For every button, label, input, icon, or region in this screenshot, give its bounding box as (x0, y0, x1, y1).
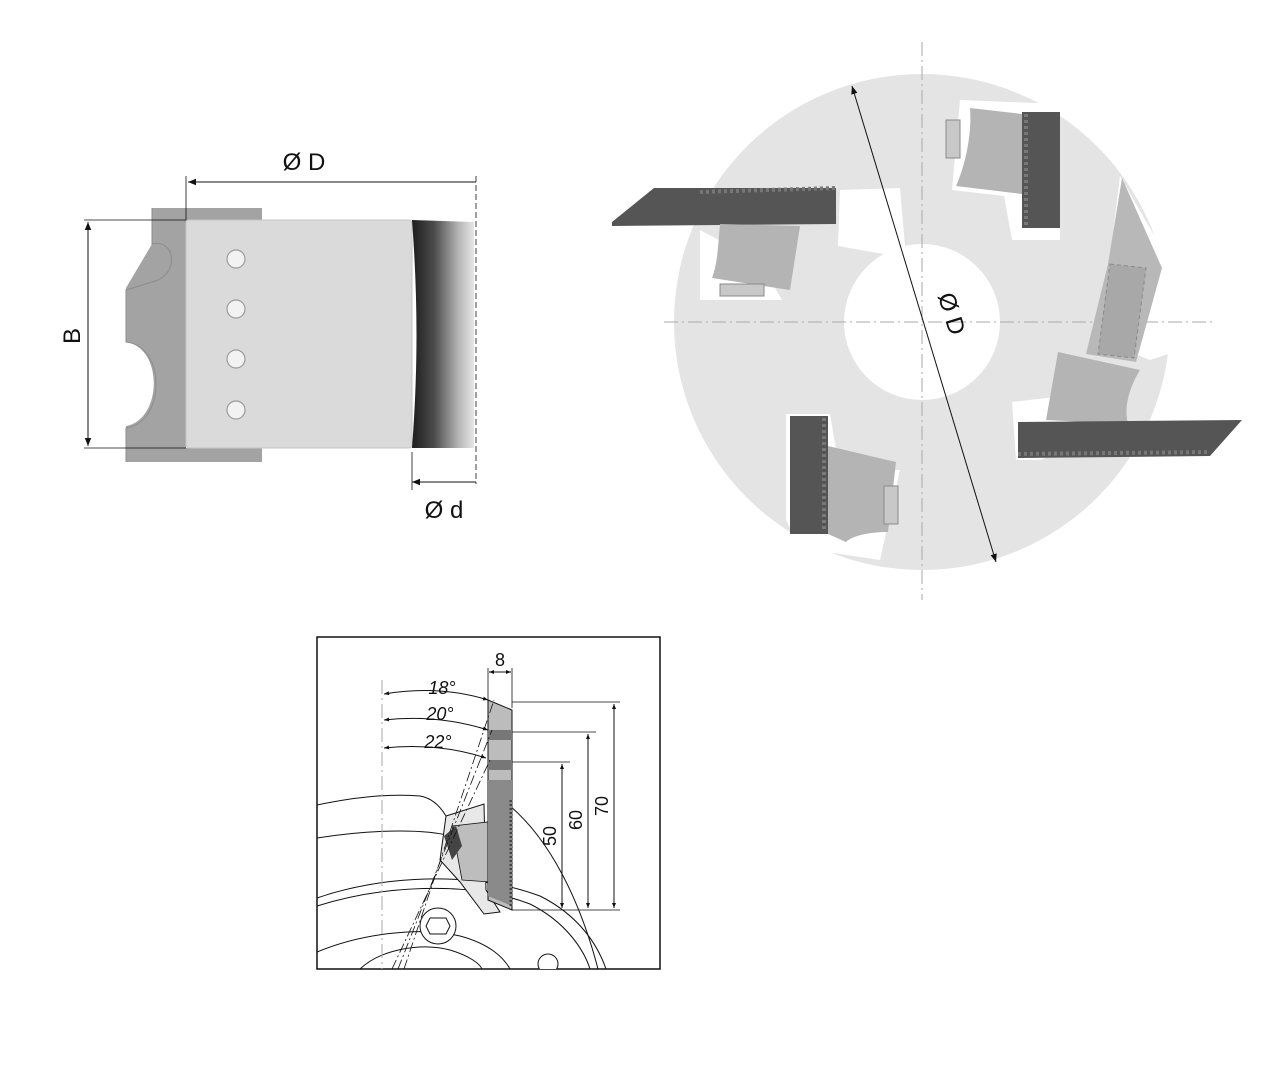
angle-arc (383, 717, 489, 731)
angle-label-22: 22° (423, 732, 451, 752)
cutter-body (185, 219, 413, 449)
hole (226, 249, 246, 269)
hole (226, 299, 246, 319)
knife-blade (1018, 420, 1242, 458)
angle-label-20: 20° (425, 704, 453, 724)
bore-section (412, 220, 474, 448)
wedge-screw (945, 119, 961, 159)
profile-knife (126, 208, 262, 462)
hole (226, 400, 246, 420)
hole (226, 349, 246, 369)
front-view: Ø D (612, 42, 1242, 600)
angle-label-18: 18° (428, 678, 455, 698)
wedge-tip (444, 826, 462, 860)
dim-label-height-70: 70 (592, 796, 612, 816)
knife-serration (699, 186, 837, 194)
knife-blade (612, 188, 836, 226)
knife-blade (1022, 112, 1060, 228)
dim-label-height-50: 50 (540, 826, 560, 846)
wedge (1046, 352, 1140, 424)
wedge-screw (719, 283, 765, 297)
notch (838, 188, 906, 258)
side-view: Ø D B Ø d (59, 149, 477, 524)
knife-holder-slot (1097, 263, 1147, 359)
dim-label-outer-diameter: Ø D (283, 149, 326, 176)
angle-arc (383, 690, 489, 701)
dim-label-height-60: 60 (566, 810, 586, 830)
knife-blade (790, 416, 828, 534)
angle-arc (383, 745, 487, 759)
wedge-screw (883, 485, 899, 525)
detail-view: 18° 20° 22° 8 50 60 70 (316, 636, 661, 970)
dim-label-width: B (59, 328, 86, 344)
dim-label-bore-diameter: Ø d (425, 497, 464, 524)
dim-line-front-outer-diameter (851, 85, 997, 563)
dim-label-knife-thickness: 8 (495, 650, 505, 670)
hex-screw (419, 907, 457, 945)
knife-serration (1017, 450, 1211, 456)
profile-outline (125, 208, 172, 462)
wedge (712, 224, 800, 290)
